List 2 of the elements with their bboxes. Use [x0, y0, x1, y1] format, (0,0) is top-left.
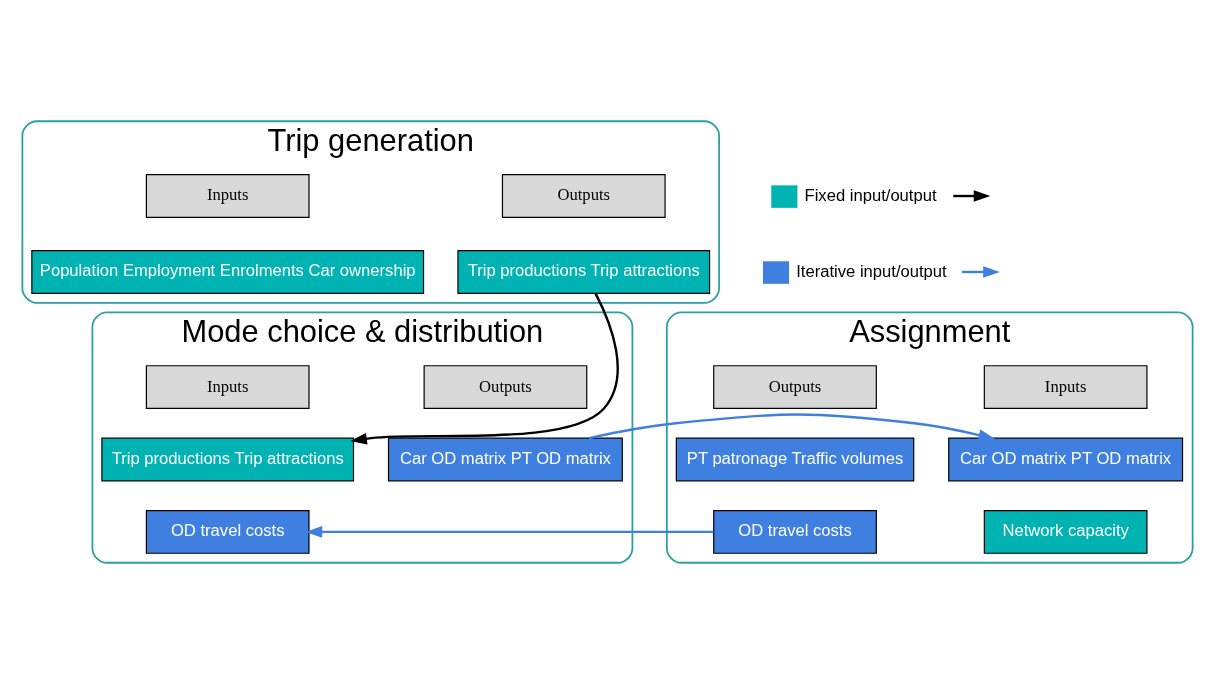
legend-label: Iterative input/output: [796, 261, 947, 281]
legend-label: Fixed input/output: [804, 186, 937, 205]
